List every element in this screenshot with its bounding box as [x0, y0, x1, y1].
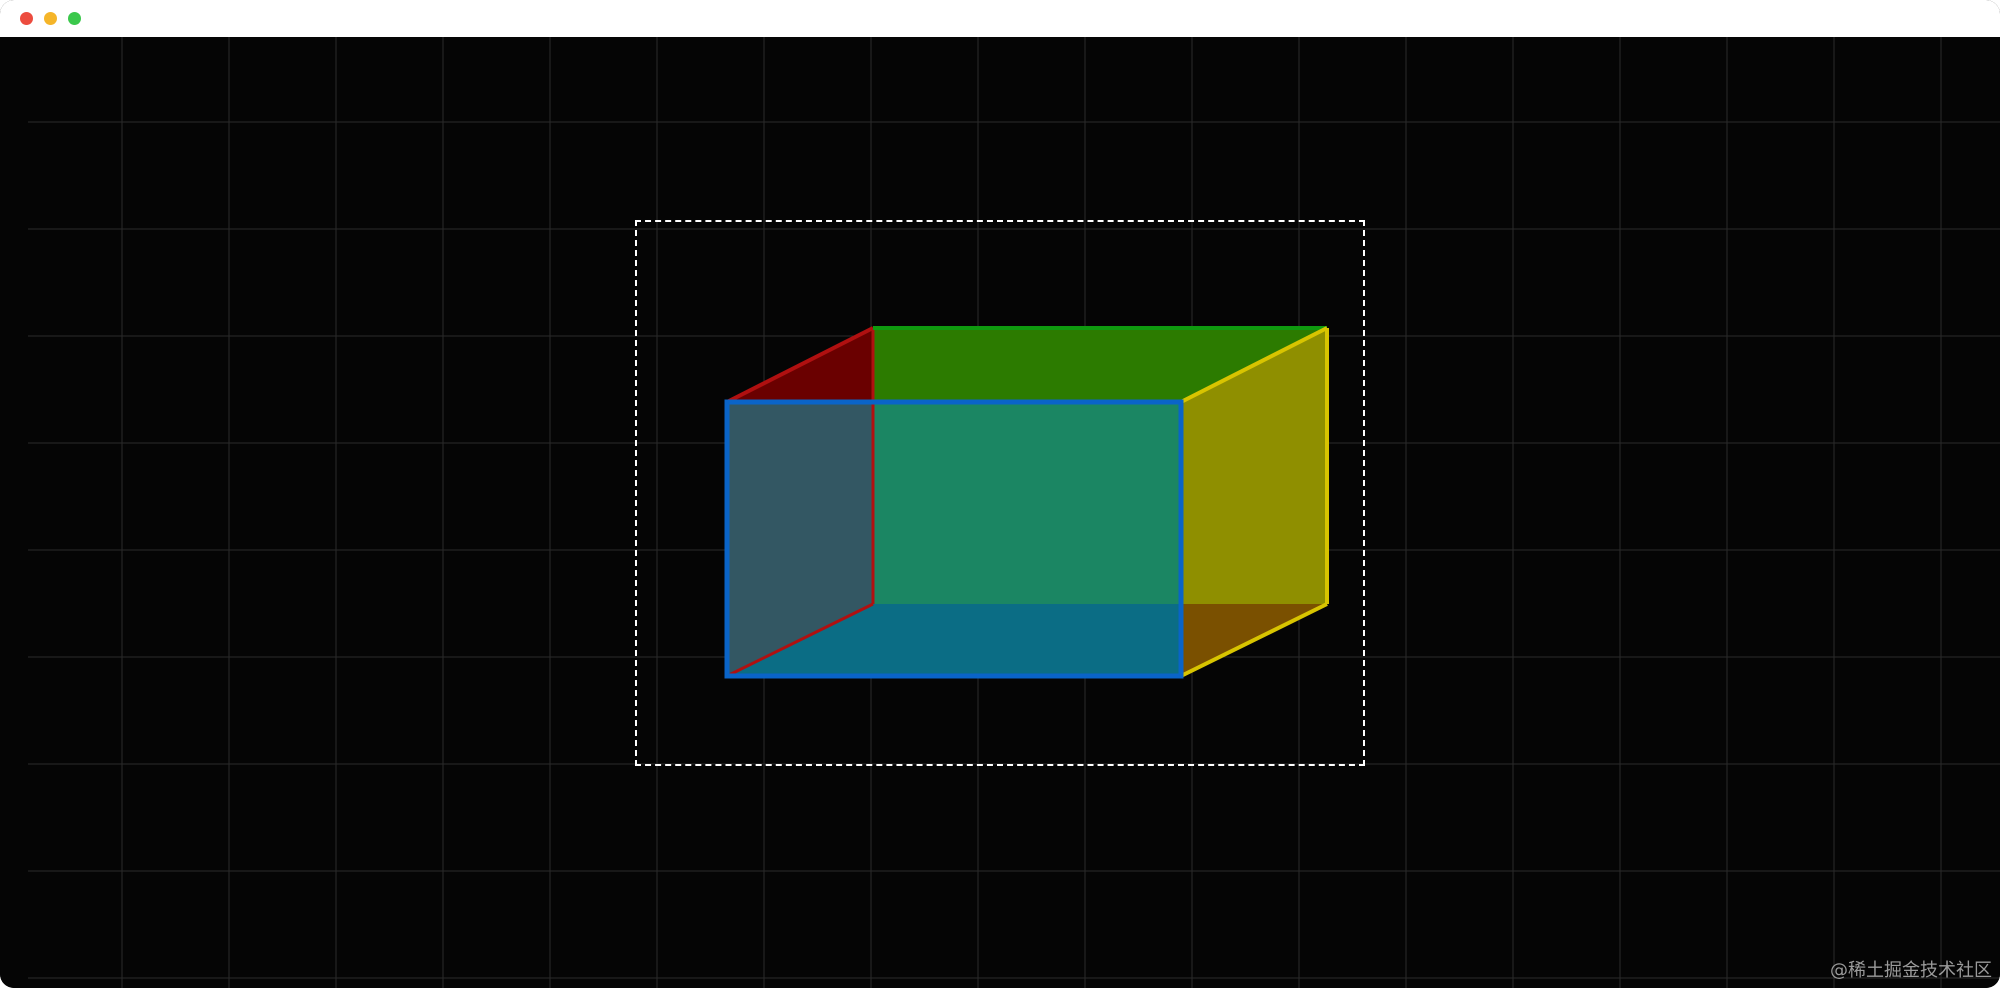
transparent-box-3d[interactable] [0, 37, 2000, 988]
front-face [727, 402, 1181, 676]
window-titlebar [0, 0, 2000, 38]
maximize-window-button[interactable] [68, 12, 81, 25]
front-face-outline [724, 399, 1184, 679]
edge-left-bottom [726, 602, 874, 678]
watermark-text: @稀土掘金技术社区 [1830, 960, 1992, 981]
canvas-stage: @稀土掘金技术社区 [0, 37, 2000, 988]
edge-left-top [726, 326, 874, 404]
edge-right-bottom [1180, 602, 1328, 678]
close-window-button[interactable] [20, 12, 33, 25]
right-face [1181, 328, 1327, 676]
minimize-window-button[interactable] [44, 12, 57, 25]
edge-right-top [1180, 326, 1328, 404]
selection-bounding-box[interactable] [635, 220, 1365, 766]
